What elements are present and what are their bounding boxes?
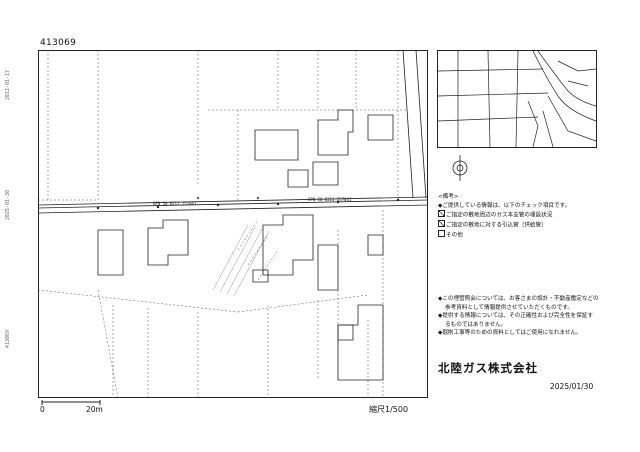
margin-stamp-1: 2012-01-17 [5,70,11,101]
margin-stamps: 2012-01-17 2025-01-30 413069 [5,70,19,390]
road-edges [38,50,428,214]
margin-stamp-2: 2025-01-30 [5,190,11,221]
disclaimer-line: 参考資料として情報提供させていただくものです。 [445,304,573,311]
note-item: ご指定の敷地周辺のガス本支管の埋設状況 [438,210,618,220]
disclaimer-line: ◆掘削工事等のための資料としてはご使用になれません。 [438,330,582,337]
disclaimer-line: ◆この埋管照会については、お客さまの設計・不動産鑑定などの [438,296,599,302]
road-label-left: KPN 50 8211 257041 [153,201,197,206]
parcel-boundaries [38,50,408,398]
scale-distance-label: 20m [86,405,103,414]
disclaimer-line: ◆提供する情報については、その正確性および完全性を保証す [438,313,594,320]
site-map: KPN 50 8211 257041 KPN 50 8211 257041 [38,50,428,398]
disclaimers: ◆この埋管照会については、お客さまの設計・不動産鑑定などの 参考資料として情報提… [438,295,623,338]
scale-zero-label: 0 [40,405,45,414]
checkbox-icon [438,220,445,228]
checkbox-icon [438,210,445,218]
road-label-right: KPN 50 8211 257041 [308,197,352,202]
notes-intro: ◆ご提供している情報は、以下のチェック項目です。 [438,202,571,209]
note-item: ご指定の敷地に対する引込管（供給管） [438,220,618,230]
north-arrow-icon [452,155,468,181]
inset-location-map [437,50,597,148]
margin-stamp-3: 413069 [5,330,11,349]
inset-map-drawing [437,50,597,148]
checkbox-icon [438,230,445,238]
document-id: 413069 [40,38,77,48]
company-name: 北陸ガス株式会社 [438,361,538,375]
diamond-icon: ◆ [438,202,443,209]
buildings [97,109,394,381]
scale-bar [41,400,101,405]
disclaimer-line: るものではありません。 [445,321,507,328]
notes-block: <備考> ◆ご提供している情報は、以下のチェック項目です。 ご指定の敷地周辺のガ… [438,193,618,240]
road-markers [96,197,400,210]
site-hatching [212,224,270,297]
note-item: その他 [438,230,618,240]
notes-heading: <備考> [438,194,459,200]
scale-ratio: 縮尺1/500 [369,405,409,414]
map-frame [38,50,428,398]
document-date: 2025/01/30 [550,382,594,391]
